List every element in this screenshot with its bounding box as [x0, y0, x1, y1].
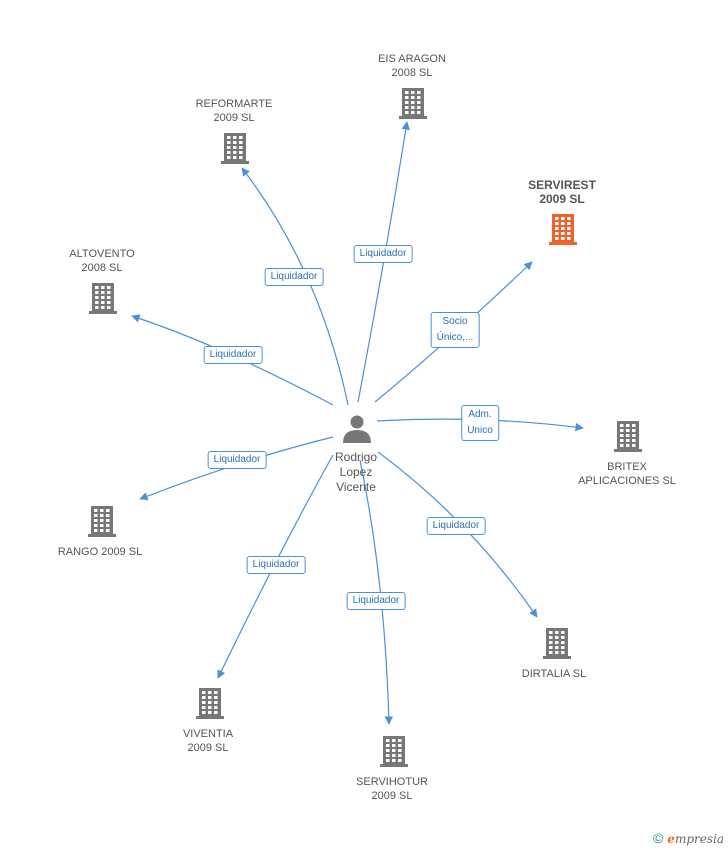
company-label-rango[interactable]: RANGO 2009 SL — [58, 545, 142, 559]
edge-label-line: Liquidador — [252, 559, 300, 570]
edge-label-reformarte[interactable]: Liquidador — [264, 268, 324, 286]
edge-label-britex[interactable]: Adm. Unico — [461, 405, 499, 441]
company-label-servihotur[interactable]: SERVIHOTUR 2009 SL — [356, 775, 428, 803]
company-label-viventia[interactable]: VIVENTIA 2009 SL — [183, 727, 233, 755]
building-icon[interactable] — [88, 506, 116, 537]
company-label-line: EIS ARAGON — [378, 53, 446, 65]
edge-label-eis-aragon[interactable]: Liquidador — [353, 245, 413, 263]
person-icon[interactable] — [343, 415, 371, 444]
building-icon[interactable] — [221, 133, 249, 164]
company-label-line: APLICACIONES SL — [578, 475, 676, 487]
edge-label-altovento[interactable]: Liquidador — [203, 346, 263, 364]
company-label-line: 2009 SL — [187, 742, 229, 754]
person-name-line: Vicente — [336, 480, 376, 494]
building-icon[interactable] — [549, 214, 577, 245]
edge-label-rango[interactable]: Liquidador — [207, 451, 267, 469]
company-label-dirtalia[interactable]: DIRTALIA SL — [522, 667, 586, 681]
company-label-line: SERVIREST — [528, 178, 596, 192]
edge-label-line: Socio — [442, 316, 468, 327]
edge-label-line: Adm. — [468, 409, 492, 420]
brand-logo: empresia — [667, 832, 724, 846]
edge-label-servihotur[interactable]: Liquidador — [346, 592, 406, 610]
company-label-line: SERVIHOTUR — [356, 776, 428, 788]
edge-label-line: Liquidador — [213, 454, 261, 465]
edge-label-line: Liquidador — [432, 520, 480, 531]
company-label-line: DIRTALIA SL — [521, 668, 587, 680]
building-icon[interactable] — [89, 283, 117, 314]
building-icon[interactable] — [196, 688, 224, 719]
company-label-line: 2008 SL — [391, 67, 433, 79]
company-label-line: 2009 SL — [539, 192, 585, 206]
edge-label-line: Único,... — [436, 332, 474, 343]
nodes-layer — [88, 88, 642, 767]
person-name-line: Lopez — [339, 465, 373, 479]
company-label-line: 2008 SL — [81, 262, 123, 274]
edge-servihotur — [359, 459, 393, 725]
company-label-line: RANGO 2009 SL — [57, 546, 143, 558]
company-label-line: BRITEX — [607, 461, 647, 473]
company-label-altovento[interactable]: ALTOVENTO 2008 SL — [69, 247, 134, 275]
edge-label-line: Liquidador — [270, 271, 318, 282]
building-icon[interactable] — [543, 628, 571, 659]
edge-label-dirtalia[interactable]: Liquidador — [426, 517, 486, 535]
company-label-line: 2009 SL — [213, 112, 255, 124]
company-label-britex[interactable]: BRITEX APLICACIONES SL — [578, 460, 676, 488]
building-icon[interactable] — [614, 421, 642, 452]
copyright-icon: © — [652, 830, 664, 846]
edge-label-line: Liquidador — [352, 595, 400, 606]
edge-label-viventia[interactable]: Liquidador — [246, 556, 306, 574]
company-label-eis-aragon[interactable]: EIS ARAGON 2008 SL — [378, 52, 446, 80]
person-name-line: Rodrigo — [334, 450, 378, 464]
company-label-line: REFORMARTE — [195, 98, 273, 110]
company-label-reformarte[interactable]: REFORMARTE 2009 SL — [196, 97, 273, 125]
edge-label-line: Unico — [467, 425, 493, 436]
footer-brand[interactable]: ©empresia — [653, 830, 724, 846]
edge-reformarte — [241, 167, 349, 406]
building-icon[interactable] — [399, 88, 427, 119]
company-label-line: 2009 SL — [371, 790, 413, 802]
building-icon[interactable] — [380, 736, 408, 767]
edge-label-line: Liquidador — [209, 349, 257, 360]
edge-label-line: Liquidador — [359, 248, 407, 259]
company-label-line: ALTOVENTO — [69, 248, 135, 260]
company-label-line: VIVENTIA — [182, 728, 234, 740]
